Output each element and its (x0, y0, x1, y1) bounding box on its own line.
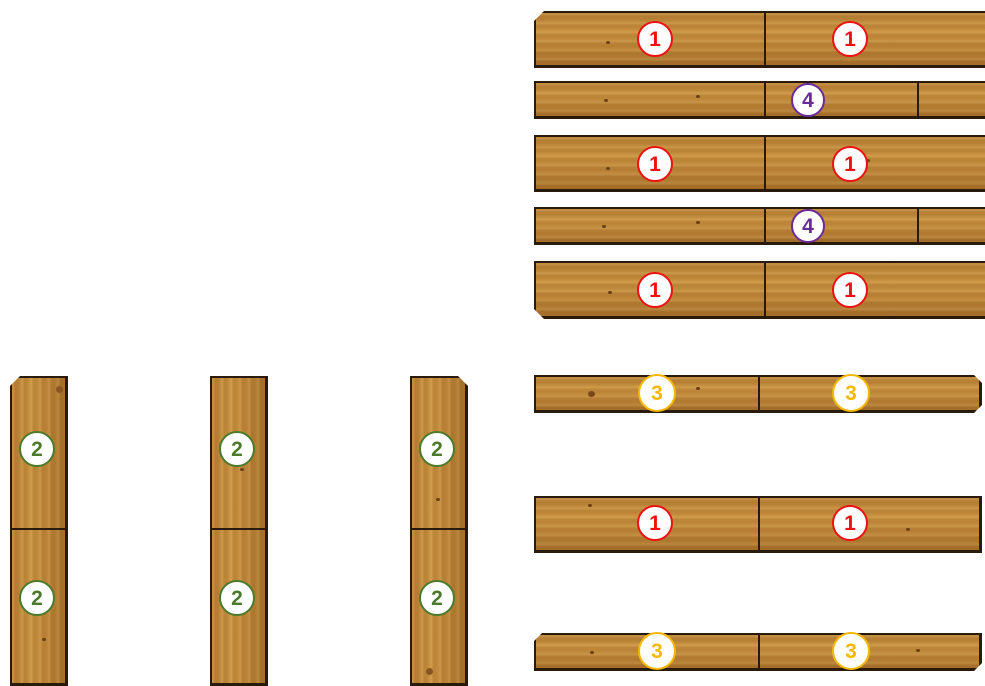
board-part-1-row-5 (534, 261, 985, 319)
part-number-badge: 1 (637, 21, 673, 57)
part-number-badge: 1 (637, 272, 673, 308)
board-part-3-upper (534, 375, 982, 413)
part-number-badge: 1 (637, 505, 673, 541)
board-part-1-lower (534, 496, 982, 553)
part-number-badge: 4 (791, 83, 825, 117)
part-number-badge: 1 (832, 505, 868, 541)
part-number-badge: 1 (832, 21, 868, 57)
board-part-4-row-4 (534, 207, 985, 245)
leg-board-2 (210, 376, 268, 686)
part-number-badge: 1 (832, 272, 868, 308)
part-number-badge: 3 (832, 632, 870, 670)
part-number-badge: 2 (19, 580, 55, 616)
board-part-1-row-1 (534, 11, 985, 68)
part-number-badge: 2 (419, 580, 455, 616)
part-number-badge: 2 (19, 431, 55, 467)
part-number-badge: 3 (832, 374, 870, 412)
part-number-badge: 2 (219, 580, 255, 616)
part-number-badge: 1 (832, 146, 868, 182)
board-part-4-row-2 (534, 81, 985, 119)
part-number-badge: 3 (638, 632, 676, 670)
part-number-badge: 2 (419, 431, 455, 467)
board-part-1-row-3 (534, 135, 985, 192)
part-number-badge: 4 (791, 209, 825, 243)
part-number-badge: 2 (219, 431, 255, 467)
leg-board-3 (410, 376, 468, 686)
board-part-3-lower (534, 633, 982, 671)
part-number-badge: 3 (638, 374, 676, 412)
part-number-badge: 1 (637, 146, 673, 182)
leg-board-1 (10, 376, 68, 686)
